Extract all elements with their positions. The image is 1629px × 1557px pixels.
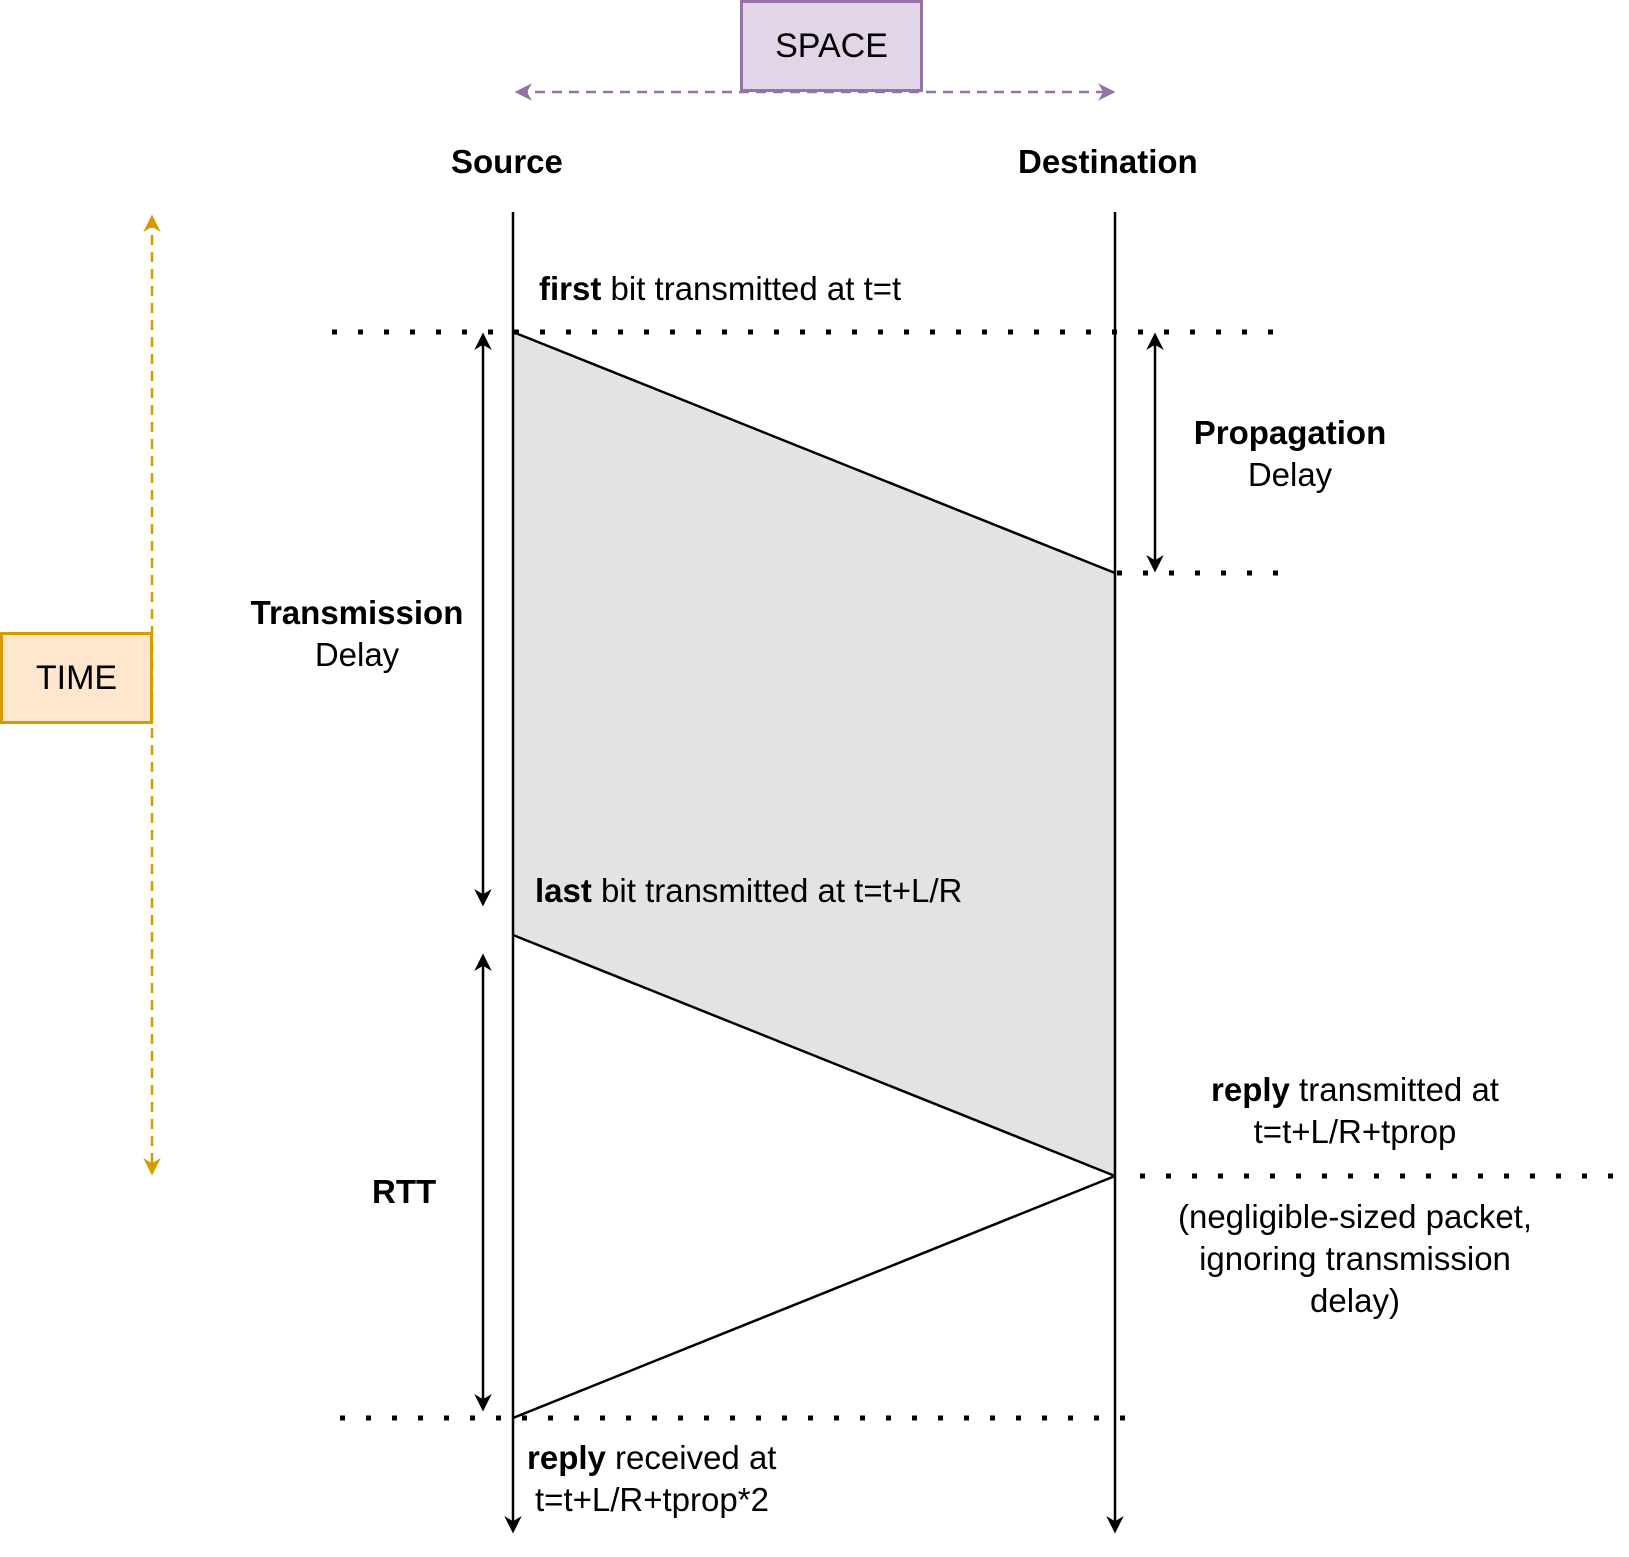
rtt-label: RTT — [372, 1173, 437, 1210]
first-bit-event-label: first bit transmitted at t=t — [539, 268, 901, 310]
propagation-subtitle: Delay — [1247, 456, 1333, 493]
source-header: Source — [451, 143, 563, 180]
space-label: SPACE — [775, 26, 888, 65]
reply-received-keyword: reply — [527, 1439, 606, 1476]
last-bit-keyword: last — [535, 872, 592, 909]
first-bit-path — [512, 330, 1116, 575]
reply-received-event-label: reply received at t=t+L/R+tprop*2 — [527, 1437, 776, 1521]
transmission-title: Transmission — [250, 594, 464, 631]
space-label-box: SPACE — [740, 0, 923, 92]
reply-note: (negligible-sized packet, ignoring trans… — [1135, 1196, 1575, 1322]
last-bit-path — [512, 933, 1116, 1178]
reply-sent-keyword: reply — [1211, 1071, 1290, 1108]
reply-received-text: received at — [605, 1439, 777, 1476]
reply-note-line3: delay) — [1310, 1282, 1400, 1319]
propagation-title: Propagation — [1193, 414, 1387, 451]
reply-sent-text: transmitted at — [1289, 1071, 1499, 1108]
transmission-delay-label: Transmission Delay — [226, 592, 488, 676]
time-label-box: TIME — [0, 632, 153, 724]
destination-header: Destination — [1018, 143, 1198, 180]
reply-received-time: t=t+L/R+tprop*2 — [535, 1481, 769, 1518]
reply-sent-time: t=t+L/R+tprop — [1253, 1113, 1457, 1150]
reply-sent-event-label: reply transmitted at t=t+L/R+tprop — [1155, 1069, 1555, 1153]
first-bit-keyword: first — [539, 270, 602, 307]
reply-note-line2: ignoring transmission — [1199, 1240, 1511, 1277]
last-bit-text: bit transmitted at t=t+L/R — [591, 872, 963, 909]
reply-path — [512, 1174, 1116, 1420]
transmission-subtitle: Delay — [314, 636, 400, 673]
reply-note-line1: (negligible-sized packet, — [1177, 1198, 1533, 1235]
packet-transmission-region — [513, 332, 1115, 1176]
reply-received-line1: reply received at — [527, 1437, 776, 1479]
reply-sent-line1: reply transmitted at — [1155, 1069, 1555, 1111]
propagation-delay-label: Propagation Delay — [1140, 412, 1440, 496]
last-bit-event-label: last bit transmitted at t=t+L/R — [535, 870, 962, 912]
first-bit-text: bit transmitted at t=t — [601, 270, 902, 307]
time-label: TIME — [35, 658, 118, 697]
